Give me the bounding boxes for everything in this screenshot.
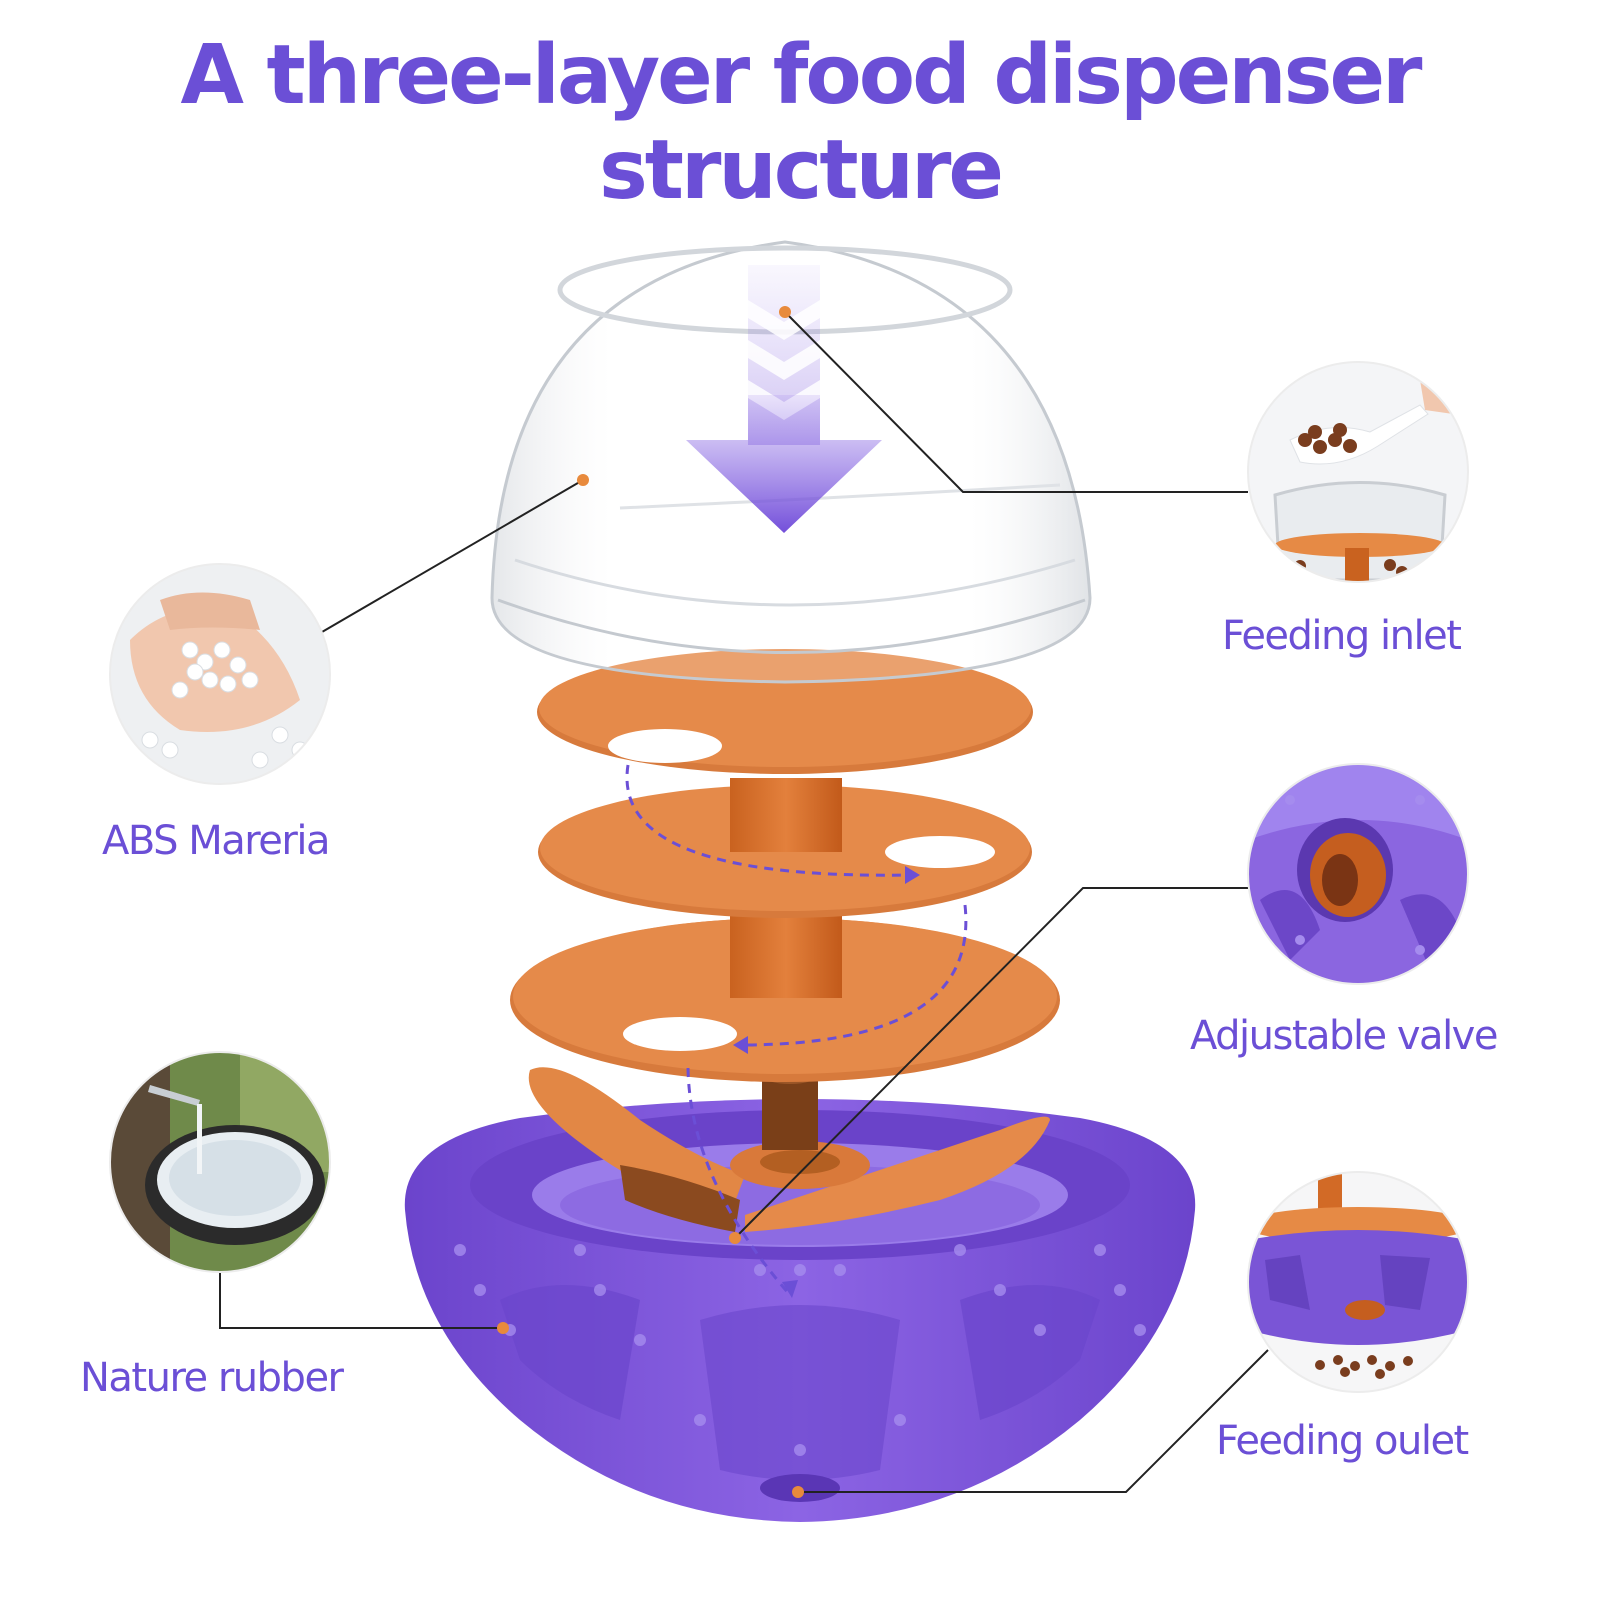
orange-disc-3 [510,890,1060,1082]
label-abs-material: ABS Mareria [102,818,330,864]
feeding-outlet-thumbnail [1248,1172,1468,1392]
leader-line-outlet [798,1349,1269,1493]
adjustable-valve-part [528,1066,1050,1232]
chevron-icon [748,300,820,340]
leader-line-valve [734,887,1248,1239]
leader-line-abs [321,479,584,633]
orange-disc-2 [538,778,1032,918]
marker-dots [497,306,804,1498]
adjustable-valve-thumbnail [1248,764,1468,984]
feeding-inlet-thumbnail [1248,362,1468,582]
rubber-tapping-thumbnail [110,1052,330,1272]
dashed-flow-arrow-icon [625,764,968,1296]
label-feeding-outlet: Feeding oulet [1216,1418,1469,1464]
label-nature-rubber: Nature rubber [80,1355,344,1401]
abs-pellets-thumbnail [110,564,330,784]
page-title: A three-layer food dispenser structure [180,28,1422,218]
orange-disc-1 [537,649,1033,774]
label-feeding-inlet: Feeding inlet [1222,613,1462,659]
leader-line-inlet [784,311,1248,493]
leader-lines [219,311,1269,1493]
leader-line-rubber [219,1272,503,1329]
label-adjustable-valve: Adjustable valve [1190,1013,1498,1059]
down-arrow-icon [686,265,882,533]
